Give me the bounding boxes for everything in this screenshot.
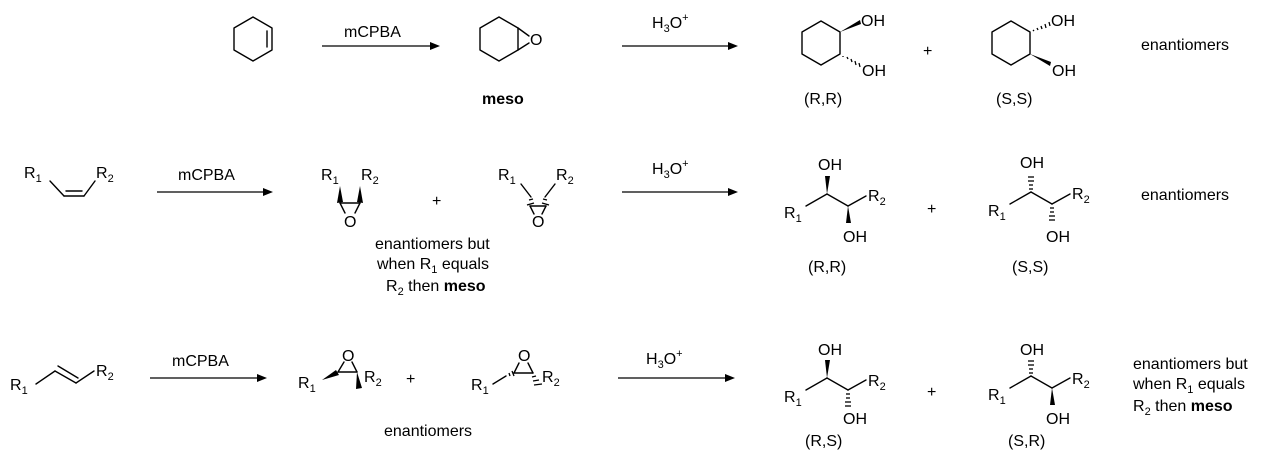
substituent-r2: R2 xyxy=(542,369,560,389)
hydroxyl-bottom: OH xyxy=(843,229,867,246)
epoxide-note-row2-line1: enantiomers but xyxy=(375,236,490,253)
epoxide-oxygen: O xyxy=(530,32,542,49)
hydroxyl-bottom: OH xyxy=(843,411,867,428)
substituent-r2: R2 xyxy=(364,369,382,389)
reaction-arrow-row3-epoxidation xyxy=(150,374,267,382)
cis-epoxide-2-structure: R1 R2 O xyxy=(498,167,574,231)
substituent-r1: R1 xyxy=(498,167,516,187)
reagent-h3o-row2: H3O+ xyxy=(652,158,689,181)
relationship-label-row3-line1: enantiomers but xyxy=(1133,356,1248,373)
hydroxyl-bottom: OH xyxy=(1052,63,1076,80)
substituent-r1: R1 xyxy=(298,375,316,395)
hydroxyl-top: OH xyxy=(1020,342,1044,359)
hydroxyl-top: OH xyxy=(818,342,842,359)
plus-sign-row3-epoxides: + xyxy=(406,371,415,388)
substituent-r2: R2 xyxy=(1072,371,1090,391)
trans-alkene-structure: R1 R2 xyxy=(10,363,114,397)
plus-sign-row1: + xyxy=(923,43,932,60)
config-label-ss-row1: (S,S) xyxy=(996,91,1032,108)
substituent-r1: R1 xyxy=(24,165,42,185)
reagent-mcpba-row1: mCPBA xyxy=(344,24,401,41)
cyclohexene-oxide-structure: O xyxy=(479,16,542,62)
epoxide-note-row3: enantiomers xyxy=(384,423,472,440)
cis-epoxide-1-structure: R1 R2 O xyxy=(321,167,379,231)
cis-alkene-structure: R1 R2 xyxy=(24,165,114,197)
substituent-r2: R2 xyxy=(1072,186,1090,206)
relationship-label-row1: enantiomers xyxy=(1141,37,1229,54)
hydroxyl-bottom: OH xyxy=(862,63,886,80)
substituent-r1: R1 xyxy=(321,167,339,187)
reaction-arrow-row2-epoxidation xyxy=(157,188,273,196)
meso-label-row1: meso xyxy=(482,91,524,108)
epoxide-note-row2-line3: R2 then meso xyxy=(386,278,486,298)
cyclohexene-structure xyxy=(233,16,273,62)
reagent-h3o-row3: H3O+ xyxy=(646,348,683,371)
hydroxyl-top: OH xyxy=(1020,155,1044,172)
substituent-r2: R2 xyxy=(868,373,886,393)
substituent-r1: R1 xyxy=(784,389,802,409)
substituent-r2: R2 xyxy=(361,167,379,187)
reaction-arrow-row1-epoxidation xyxy=(322,42,440,50)
hydroxyl-bottom: OH xyxy=(1046,229,1070,246)
config-label-rs-row3: (R,S) xyxy=(805,433,842,450)
trans-epoxide-2-structure: R1 O R2 xyxy=(471,348,560,397)
ss-acyclic-diol-structure: R1 OH OH R2 xyxy=(988,155,1090,246)
rr-acyclic-diol-structure: R1 OH OH R2 xyxy=(784,157,886,246)
rs-acyclic-diol-structure: R1 OH OH R2 xyxy=(784,342,886,428)
substituent-r2: R2 xyxy=(96,165,114,185)
reaction-arrow-row1-hydrolysis xyxy=(622,42,738,50)
hydroxyl-top: OH xyxy=(818,157,842,174)
reagent-mcpba-row3: mCPBA xyxy=(172,353,229,370)
substituent-r2: R2 xyxy=(868,188,886,208)
sr-acyclic-diol-structure: R1 OH OH R2 xyxy=(988,342,1090,428)
substituent-r1: R1 xyxy=(988,387,1006,407)
plus-sign-row2-products: + xyxy=(927,201,936,218)
substituent-r2: R2 xyxy=(556,167,574,187)
epoxide-oxygen: O xyxy=(344,214,356,231)
trans-epoxide-1-structure: R1 O R2 xyxy=(298,348,382,395)
relationship-label-row3-line2: when R1 equals xyxy=(1132,376,1245,396)
epoxide-oxygen: O xyxy=(518,348,530,365)
reaction-arrow-row2-hydrolysis xyxy=(622,188,738,196)
plus-sign-row2-epoxides: + xyxy=(432,193,441,210)
substituent-r1: R1 xyxy=(988,203,1006,223)
relationship-label-row3-line3: R2 then meso xyxy=(1133,398,1233,418)
config-label-rr-row1: (R,R) xyxy=(804,91,842,108)
substituent-r1: R1 xyxy=(10,377,28,397)
plus-sign-row3-products: + xyxy=(927,384,936,401)
reagent-h3o-row1: H3O+ xyxy=(652,12,689,35)
hydroxyl-bottom: OH xyxy=(1046,411,1070,428)
hydroxyl-top: OH xyxy=(861,13,885,30)
epoxide-oxygen: O xyxy=(532,214,544,231)
ss-cyclohexanediol-structure: OH OH xyxy=(991,13,1076,80)
config-label-sr-row3: (S,R) xyxy=(1008,433,1045,450)
substituent-r1: R1 xyxy=(471,377,489,397)
epoxide-note-row2-line2: when R1 equals xyxy=(376,256,489,276)
config-label-ss-row2: (S,S) xyxy=(1012,259,1048,276)
hydroxyl-top: OH xyxy=(1051,13,1075,30)
substituent-r2: R2 xyxy=(96,363,114,383)
reagent-mcpba-row2: mCPBA xyxy=(178,167,235,184)
config-label-rr-row2: (R,R) xyxy=(808,259,846,276)
relationship-label-row2: enantiomers xyxy=(1141,187,1229,204)
substituent-r1: R1 xyxy=(784,205,802,225)
reaction-arrow-row3-hydrolysis xyxy=(618,374,735,382)
rr-cyclohexanediol-structure: OH OH xyxy=(801,13,886,80)
epoxide-oxygen: O xyxy=(342,348,354,365)
